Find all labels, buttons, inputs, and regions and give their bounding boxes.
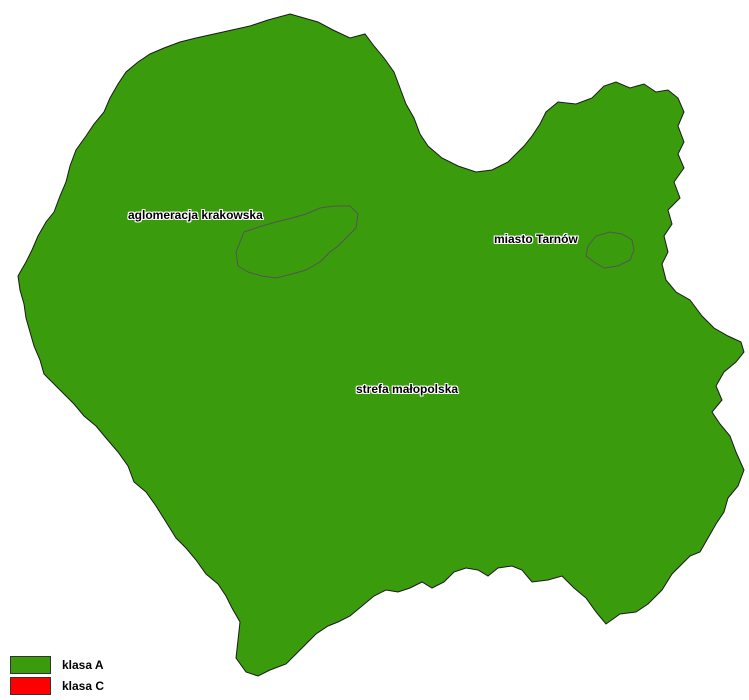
legend-label-klasa-c: klasa C (62, 678, 105, 693)
legend-item-klasa-c: klasa C (10, 675, 104, 696)
label-aglomeracja-krakowska: aglomeracja krakowska (128, 208, 263, 222)
legend-item-klasa-a: klasa A (10, 654, 104, 675)
label-miasto-tarnow: miasto Tarnów (494, 232, 578, 246)
region-aglomeracja-krakowska[interactable] (235, 205, 359, 279)
legend-label-klasa-a: klasa A (62, 657, 104, 672)
legend-swatch-klasa-a (10, 655, 51, 674)
legend-swatch-klasa-c (10, 676, 51, 695)
region-miasto-tarnow[interactable] (585, 231, 635, 269)
map-legend: klasa A klasa C (10, 654, 104, 696)
label-strefa-malopolska: strefa małopolska (356, 382, 459, 396)
region-strefa-malopolska[interactable] (17, 13, 745, 677)
